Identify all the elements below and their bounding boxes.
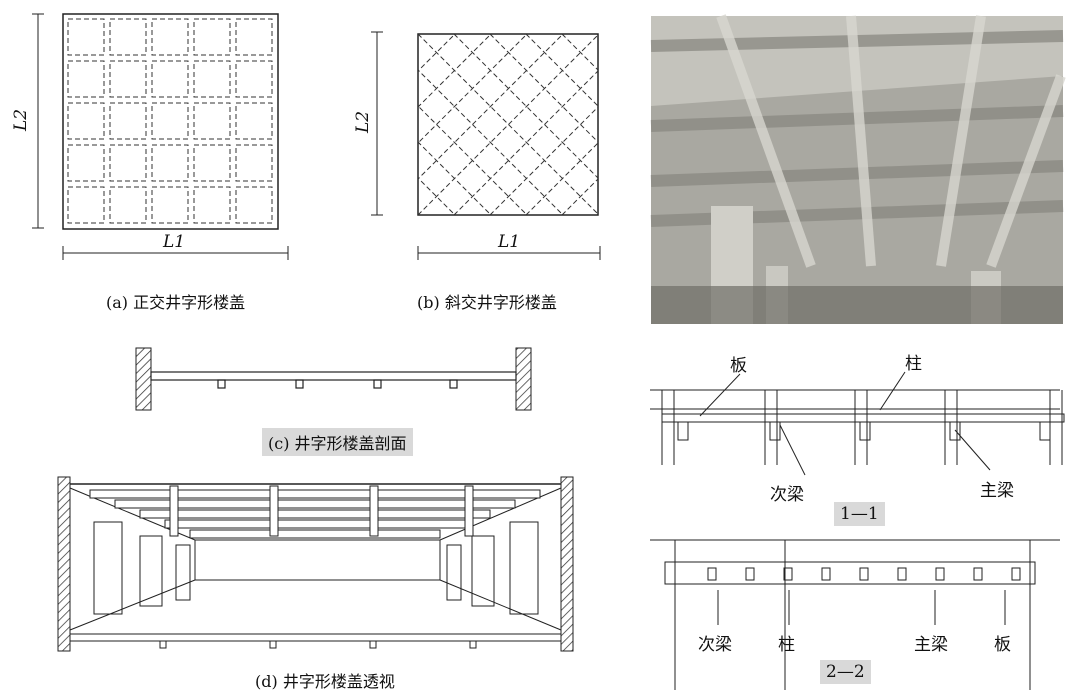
sec1-label-slab: 板	[730, 356, 747, 376]
figure-c-section	[135, 347, 532, 411]
figure-a-dim-x: L1	[163, 232, 186, 252]
sec2-label-column: 柱	[778, 635, 795, 655]
figure-d-caption: (d) 井字形楼盖透视	[255, 672, 395, 691]
figure-b-plan	[371, 31, 601, 260]
section-1-1-title: 1—1	[834, 502, 885, 526]
sec2-label-main-beam: 主梁	[914, 635, 948, 655]
figure-b-caption: (b) 斜交井字形楼盖	[417, 293, 557, 312]
figure-b-dim-x: L1	[498, 232, 521, 252]
sec2-label-slab: 板	[994, 635, 1011, 655]
sec1-label-main-beam: 主梁	[980, 481, 1014, 501]
sec1-label-column: 柱	[905, 354, 922, 374]
waffle-slab-ceiling-photo	[650, 14, 1066, 324]
sec2-label-secondary-beam: 次梁	[698, 635, 732, 655]
figure-d-perspective	[57, 476, 574, 652]
section-2-2-title: 2—2	[820, 660, 871, 684]
figure-a-plan	[32, 13, 289, 260]
figure-a-caption: (a) 正交井字形楼盖	[106, 293, 246, 312]
figure-c-caption: (c) 井字形楼盖剖面	[262, 428, 413, 456]
sec1-label-secondary-beam: 次梁	[770, 485, 804, 505]
